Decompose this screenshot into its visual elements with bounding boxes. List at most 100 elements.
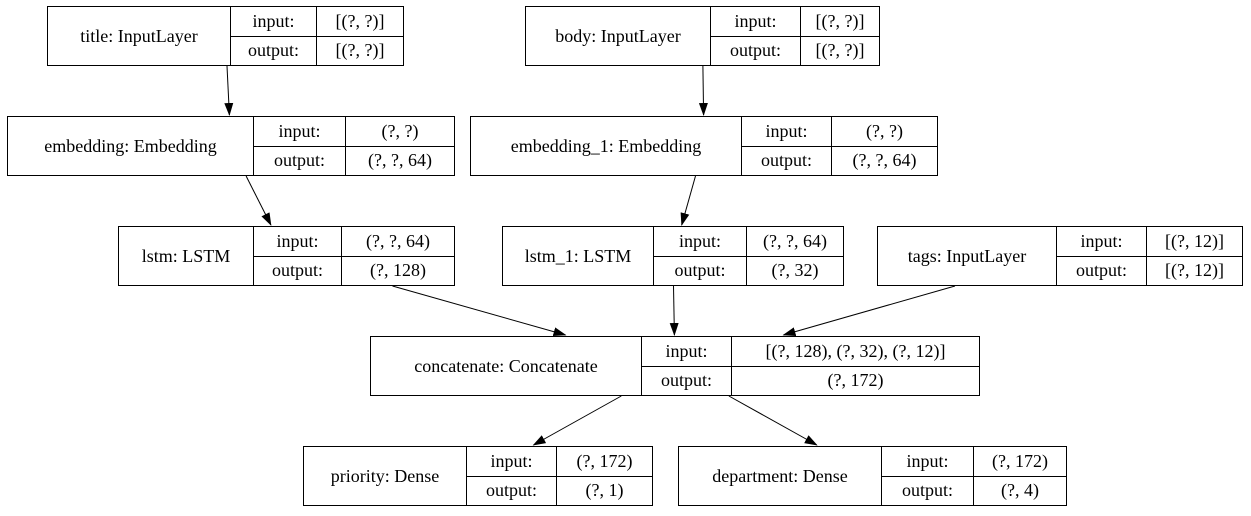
io-table: input: [(?, 12)] output: [(?, 12)] <box>1057 227 1242 285</box>
node-department-dense: department: Dense input: (?, 172) output… <box>678 446 1067 506</box>
node-lstm: lstm: LSTM input: (?, ?, 64) output: (?,… <box>118 226 455 286</box>
output-shape: (?, ?, 64) <box>368 150 432 171</box>
output-row: output: (?, 4) <box>882 476 1066 505</box>
io-table: input: [(?, ?)] output: [(?, ?)] <box>711 7 879 65</box>
input-row: input: [(?, 128), (?, 32), (?, 12)] <box>642 337 979 367</box>
output-row: output: (?, 1) <box>467 476 652 505</box>
output-shape: (?, 32) <box>771 260 819 281</box>
output-shape: [(?, ?)] <box>815 40 865 61</box>
input-key: input: <box>467 447 557 476</box>
input-shape: [(?, ?)] <box>815 10 865 31</box>
output-key: output: <box>231 36 317 65</box>
input-row: input: (?, ?) <box>254 117 454 147</box>
layer-label: lstm: LSTM <box>119 227 254 285</box>
node-tags-inputlayer: tags: InputLayer input: [(?, 12)] output… <box>877 226 1243 286</box>
layer-label: title: InputLayer <box>48 7 231 65</box>
io-table: input: [(?, 128), (?, 32), (?, 12)] outp… <box>642 337 979 395</box>
input-row: input: (?, ?, 64) <box>254 227 454 257</box>
input-row: input: (?, ?, 64) <box>654 227 843 257</box>
input-key: input: <box>654 227 747 256</box>
input-row: input: [(?, ?)] <box>231 7 403 37</box>
output-shape: (?, 1) <box>585 480 624 501</box>
io-table: input: (?, ?, 64) output: (?, 128) <box>254 227 454 285</box>
io-table: input: [(?, ?)] output: [(?, ?)] <box>231 7 403 65</box>
output-row: output: (?, ?, 64) <box>254 146 454 175</box>
output-row: output: [(?, 12)] <box>1057 256 1242 285</box>
input-row: input: [(?, 12)] <box>1057 227 1242 257</box>
edge-concatenate-to-department <box>728 395 818 446</box>
input-shape: [(?, 128), (?, 32), (?, 12)] <box>765 340 946 361</box>
output-shape: (?, 128) <box>370 260 426 281</box>
output-shape: (?, ?, 64) <box>852 150 917 171</box>
node-embedding: embedding: Embedding input: (?, ?) outpu… <box>7 116 455 176</box>
layer-label: concatenate: Concatenate <box>371 337 642 395</box>
node-lstm-1: lstm_1: LSTM input: (?, ?, 64) output: (… <box>502 226 844 286</box>
input-key: input: <box>882 447 974 476</box>
layer-label: body: InputLayer <box>526 7 711 65</box>
output-row: output: (?, 172) <box>642 366 979 395</box>
io-table: input: (?, ?, 64) output: (?, 32) <box>654 227 843 285</box>
edge-tags-to-concatenate <box>782 285 956 337</box>
input-row: input: (?, 172) <box>882 447 1066 477</box>
input-row: input: (?, ?) <box>742 117 937 147</box>
output-row: output: [(?, ?)] <box>711 36 879 65</box>
output-key: output: <box>642 366 732 395</box>
input-key: input: <box>742 117 832 146</box>
node-title-inputlayer: title: InputLayer input: [(?, ?)] output… <box>47 6 404 66</box>
input-key: input: <box>231 7 317 36</box>
output-shape: (?, 4) <box>1001 480 1039 501</box>
edge-concatenate-to-priority <box>532 395 622 446</box>
edge-embedding-to-lstm <box>245 175 272 226</box>
input-key: input: <box>711 7 801 36</box>
layer-label: priority: Dense <box>304 447 467 505</box>
io-table: input: (?, 172) output: (?, 4) <box>882 447 1066 505</box>
layer-label: lstm_1: LSTM <box>503 227 654 285</box>
layer-label: embedding: Embedding <box>8 117 254 175</box>
output-row: output: (?, ?, 64) <box>742 146 937 175</box>
output-key: output: <box>742 146 832 175</box>
input-shape: (?, ?, 64) <box>366 230 430 251</box>
input-key: input: <box>254 227 342 256</box>
input-shape: (?, ?) <box>381 120 419 141</box>
output-key: output: <box>254 146 346 175</box>
output-key: output: <box>467 476 557 505</box>
input-shape: (?, ?) <box>866 120 903 141</box>
node-body-inputlayer: body: InputLayer input: [(?, ?)] output:… <box>525 6 880 66</box>
output-row: output: (?, 128) <box>254 256 454 285</box>
output-row: output: (?, 32) <box>654 256 843 285</box>
node-concatenate: concatenate: Concatenate input: [(?, 128… <box>370 336 980 396</box>
input-shape: (?, 172) <box>992 450 1048 471</box>
input-key: input: <box>1057 227 1147 256</box>
output-key: output: <box>1057 256 1147 285</box>
node-priority-dense: priority: Dense input: (?, 172) output: … <box>303 446 653 506</box>
edge-lstm-to-concatenate <box>392 285 567 337</box>
input-shape: (?, ?, 64) <box>763 230 827 251</box>
io-table: input: (?, 172) output: (?, 1) <box>467 447 652 505</box>
input-shape: (?, 172) <box>576 450 633 471</box>
edge-title-to-embedding <box>224 65 234 116</box>
output-shape: [(?, ?)] <box>335 40 385 61</box>
edge-lstm_1-to-concatenate <box>669 285 679 336</box>
input-row: input: [(?, ?)] <box>711 7 879 37</box>
node-embedding-1: embedding_1: Embedding input: (?, ?) out… <box>470 116 938 176</box>
output-shape: [(?, 12)] <box>1165 260 1224 281</box>
io-table: input: (?, ?) output: (?, ?, 64) <box>742 117 937 175</box>
output-row: output: [(?, ?)] <box>231 36 403 65</box>
output-shape: (?, 172) <box>827 370 884 391</box>
output-key: output: <box>254 256 342 285</box>
layer-label: department: Dense <box>679 447 882 505</box>
output-key: output: <box>711 36 801 65</box>
io-table: input: (?, ?) output: (?, ?, 64) <box>254 117 454 175</box>
output-key: output: <box>882 476 974 505</box>
input-key: input: <box>642 337 732 366</box>
input-shape: [(?, 12)] <box>1165 230 1224 251</box>
layer-label: tags: InputLayer <box>878 227 1057 285</box>
edge-body-to-embedding_1 <box>698 65 708 116</box>
layer-label: embedding_1: Embedding <box>471 117 742 175</box>
output-key: output: <box>654 256 747 285</box>
input-row: input: (?, 172) <box>467 447 652 477</box>
edge-embedding_1-to-lstm_1 <box>680 175 696 226</box>
input-shape: [(?, ?)] <box>335 10 385 31</box>
